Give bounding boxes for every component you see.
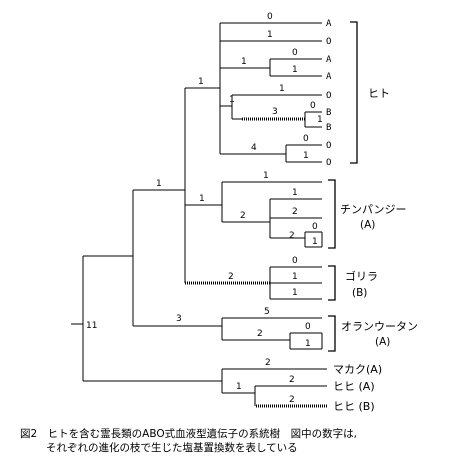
branch-label-root: 11 (86, 321, 97, 331)
group-label-gibbon-a: ヒヒ (A) (333, 380, 375, 393)
human-bracket (350, 21, 358, 164)
tip-label: O (326, 91, 331, 101)
group-sub-orang: (A) (375, 336, 390, 348)
branch-label-h-a1: 0 (267, 12, 273, 22)
branch-label-c-sub: 2 (289, 231, 295, 241)
figure-caption: 図2 ヒトを含む霊長類のABO式血液型遺伝子の系統樹 図中の数字は, それぞれの… (20, 427, 460, 455)
phylogenetic-tree: 11 1 3 1 1 2 0 1 1 1 4 0 1 1 3 0 1 0 1 A… (71, 12, 418, 413)
branch-label-great-apes: 1 (156, 179, 162, 189)
branch-label-chimp: 1 (199, 194, 205, 204)
branch-label-c-4: 0 (312, 222, 318, 232)
branch-label-c-5: 1 (312, 237, 318, 247)
group-label-gorilla: ゴリラ (345, 269, 378, 283)
branch-label-h-a2: 0 (292, 48, 298, 58)
branch-label-h-o5: 1 (303, 151, 309, 161)
branch-label-gibbon-stem: 1 (236, 382, 242, 392)
branch-label-c-3: 2 (292, 207, 298, 217)
group-label-macaque: マカク(A) (333, 363, 382, 376)
tip-label: O (326, 141, 331, 151)
branch-label-h-o1: 1 (267, 30, 273, 40)
tip-label: A (326, 55, 332, 65)
tip-label: A (326, 19, 332, 29)
branch-label-c-stem: 2 (240, 211, 246, 221)
branch-label-gorilla: 2 (228, 272, 234, 282)
group-label-human: ヒト (368, 87, 390, 100)
tip-label: B (326, 108, 331, 118)
caption-line-2: それぞれの進化の枝で生じた塩基置換数を表している (46, 442, 298, 454)
branch-label-h-b-stem: 3 (272, 107, 278, 117)
branch-label-o-stem: 2 (257, 329, 263, 339)
branch-label-o-3: 1 (305, 339, 311, 349)
branch-label-macaque: 2 (265, 358, 271, 368)
branch-label-h-b2: 1 (317, 115, 323, 125)
branch-label-gibbon-a: 2 (289, 375, 295, 385)
branch-label-h-o4: 0 (303, 134, 309, 144)
branch-label-gibbon-b: 2 (289, 395, 295, 405)
tip-label: B (326, 123, 331, 133)
orang-bracket (328, 315, 336, 352)
tip-label: A (326, 72, 332, 82)
caption-line-1: 図2 ヒトを含む霊長類のABO式血液型遺伝子の系統樹 図中の数字は, (20, 428, 357, 440)
branch-label-o-1: 5 (264, 307, 270, 317)
branch-label-g-2: 1 (292, 272, 298, 282)
branch-label-o-2: 0 (305, 322, 311, 332)
group-label-orang: オランウータン (341, 320, 418, 333)
branch-label-human: 1 (198, 77, 204, 87)
chimp-bracket (328, 179, 336, 249)
tip-label: O (326, 37, 331, 47)
gorilla-bracket (328, 265, 336, 301)
branch-label-h-o-stem: 4 (251, 143, 257, 153)
branch-label-h-a3: 1 (292, 65, 298, 75)
group-sub-chimp: (A) (360, 219, 375, 231)
branch-label-c-1: 1 (263, 171, 269, 181)
group-sub-gorilla: (B) (352, 287, 367, 299)
branch-label-h-o3: 1 (279, 84, 285, 94)
branch-label-g-1: 0 (292, 256, 298, 266)
group-label-gibbon-b: ヒヒ (B) (333, 400, 375, 413)
tip-label: O (326, 158, 331, 168)
branch-label-g-3: 1 (292, 288, 298, 298)
group-label-chimp: チンパンジー (340, 203, 407, 216)
branch-label-h-grp-a: 1 (241, 57, 247, 67)
branch-label-orang: 3 (176, 314, 182, 324)
branch-label-c-2: 1 (292, 188, 298, 198)
branch-label-h-b1: 0 (310, 101, 316, 111)
